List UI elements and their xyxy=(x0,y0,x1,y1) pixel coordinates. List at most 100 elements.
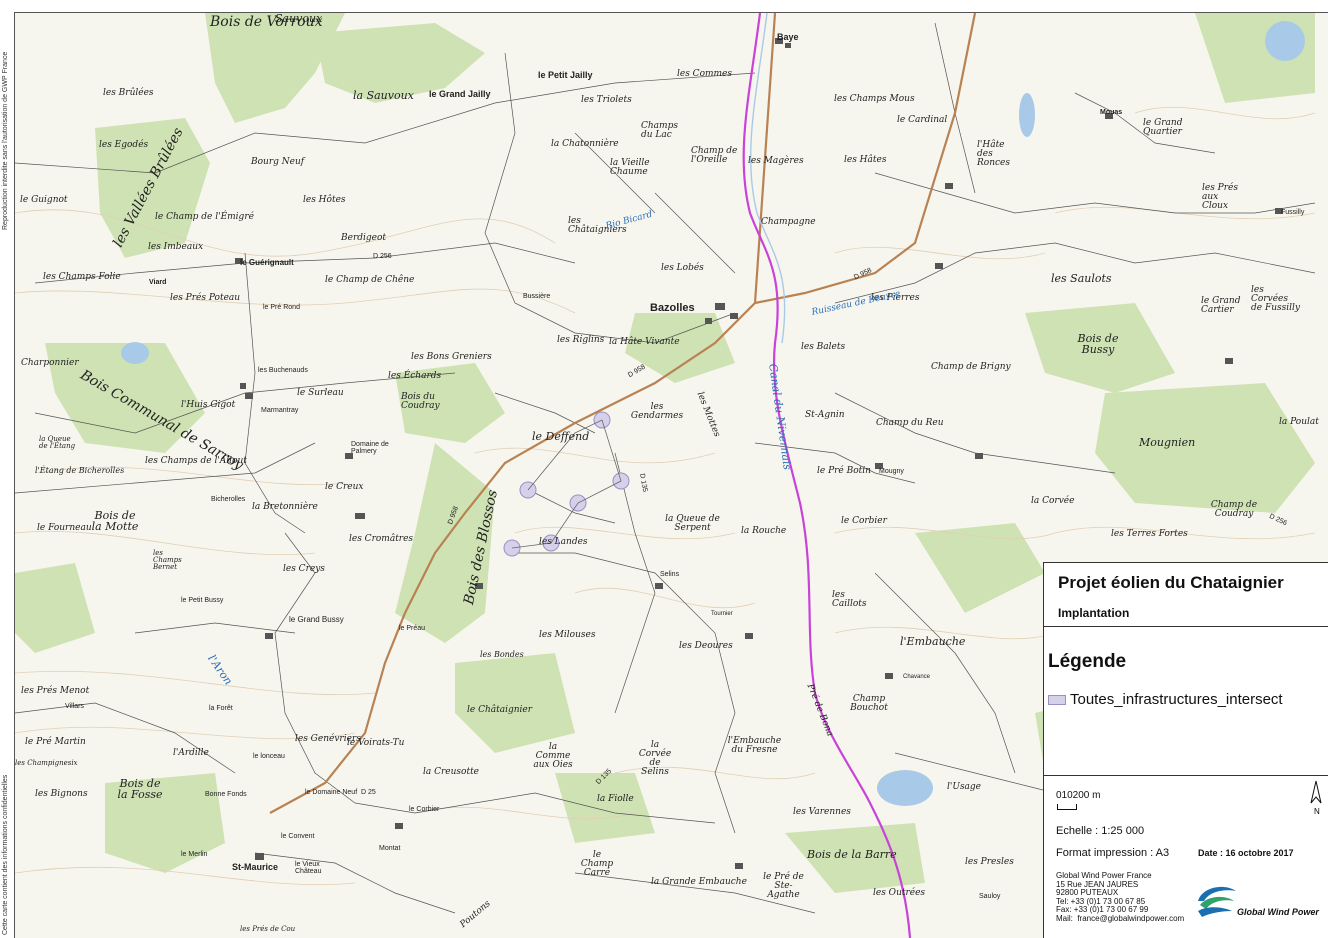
place-label: la Fiolle xyxy=(597,794,634,804)
place-label: le Grand Quartier xyxy=(1143,118,1183,137)
place-label: les Outrées xyxy=(873,888,926,898)
company-logo-text: Global Wind Power xyxy=(1237,907,1319,917)
side-margin: Reproduction interdite sans l'autorisati… xyxy=(0,0,12,937)
place-label: le Pré Botin xyxy=(817,466,871,476)
place-label: l'Embauche xyxy=(900,635,966,648)
place-label: la Bretonnière xyxy=(252,502,318,512)
place-label: le Deffend xyxy=(532,430,590,443)
main-roads xyxy=(269,13,977,814)
place-label: Marmantray xyxy=(261,407,299,414)
place-label: les Hôtes xyxy=(303,195,346,205)
place-label: le Merlin xyxy=(181,851,208,858)
place-label: les Triolets xyxy=(581,95,632,105)
place-label: Bonne Fonds xyxy=(205,791,247,798)
place-label: les Hâtes xyxy=(844,155,887,165)
place-label: les Bondes xyxy=(480,650,524,659)
place-label: le Champ de l'Émigré xyxy=(155,212,254,222)
place-label: Champ de Brigny xyxy=(931,362,1011,372)
place-label: le Cardinal xyxy=(897,115,948,125)
place-label: Baye xyxy=(777,32,799,42)
place-label: les Champignesix xyxy=(15,759,78,767)
place-label: le Grand Bussy xyxy=(289,615,344,624)
place-label: le Corbier xyxy=(841,516,887,526)
place-label: les Prés aux Cloux xyxy=(1202,183,1238,211)
place-label: la Queue de l'Étang xyxy=(39,435,76,450)
place-label: Fussilly xyxy=(1281,209,1305,216)
place-label: les Terres Fortes xyxy=(1111,529,1188,539)
place-label: la Corvée de Selins xyxy=(638,740,672,777)
place-label: les Pierres xyxy=(871,293,920,303)
copyright-note-bottom: Cette carte contient des informations co… xyxy=(2,774,9,935)
place-label: Bussière xyxy=(523,293,551,300)
place-label: la Corvée xyxy=(1031,496,1075,506)
place-label: le Domaine Neuf xyxy=(305,789,358,796)
place-label: les Prés de Cou xyxy=(240,925,296,933)
place-label: Sauvoux xyxy=(275,12,323,25)
place-label: le Champ Carré xyxy=(580,850,614,878)
place-label: Montat xyxy=(379,845,401,852)
place-label: Bois de la Fosse xyxy=(117,777,163,801)
place-label: les Deoures xyxy=(679,641,733,651)
place-label: le Creux xyxy=(325,482,364,492)
legend-heading: Légende xyxy=(1048,651,1127,672)
place-label: les Milouses xyxy=(539,630,596,640)
place-label: Chavance xyxy=(903,674,931,680)
place-label: Champ de l'Oreille xyxy=(691,146,738,165)
road-label: D 25 xyxy=(361,789,376,796)
canal-line xyxy=(742,13,912,938)
place-label: Mouas xyxy=(1100,109,1123,116)
place-label: Bois de Bussy xyxy=(1077,332,1119,356)
place-label: les Imbeaux xyxy=(148,242,204,252)
place-label: le Grand Jailly xyxy=(429,89,491,99)
place-label: les Champs de l'Allout xyxy=(145,456,247,466)
place-label: le Convent xyxy=(281,833,315,840)
company-logo-icon xyxy=(1198,886,1236,917)
place-label: les Corvées de Fussilly xyxy=(1251,285,1300,313)
place-label: Champagne xyxy=(761,217,816,227)
place-label: l'Usage xyxy=(947,782,982,792)
forest-areas xyxy=(15,13,1315,893)
place-label: l'Hâte des Ronces xyxy=(977,140,1010,168)
north-arrow-icon xyxy=(1310,780,1322,804)
place-label: la Chatonnière xyxy=(551,139,619,149)
place-label: l'Embauche du Fresne xyxy=(727,736,782,755)
minor-roads xyxy=(15,22,1316,914)
place-label: le Fourneau xyxy=(37,523,92,533)
place-label: les Creys xyxy=(283,564,325,574)
place-label: le Champ de Chêne xyxy=(325,275,415,285)
road-label: D 256 xyxy=(373,253,392,260)
place-label: le Voirats-Tu xyxy=(347,738,405,748)
place-label: Domaine de Palmery xyxy=(351,441,389,455)
place-label: le Grand Cartier xyxy=(1201,296,1241,315)
place-label: la Sauvoux xyxy=(353,89,414,102)
place-label: le Pré Rond xyxy=(263,304,300,311)
place-label: la Poulat xyxy=(1279,417,1319,427)
place-label: les Buchenauds xyxy=(258,367,308,374)
place-label: le Pré de Ste-Agathe xyxy=(763,872,804,900)
place-label: la Grande Embauche xyxy=(651,877,747,887)
place-label: les Saulots xyxy=(1051,272,1112,285)
place-label: les Balets xyxy=(801,342,846,352)
map-frame[interactable]: Bois de Vorroux Sauvoux la Sauvoux le Gr… xyxy=(14,12,1328,938)
place-label: le Châtaignier xyxy=(467,705,533,715)
place-label: Viard xyxy=(149,279,167,286)
place-label: les Lobés xyxy=(661,263,704,273)
place-label: la Comme aux Oies xyxy=(533,742,573,770)
place-label: Selins xyxy=(660,571,680,578)
place-label: Tournier xyxy=(711,611,733,617)
place-label: les Brûlées xyxy=(103,88,154,98)
place-label: les Gendarmes xyxy=(630,402,684,421)
place-label: la Creusotte xyxy=(423,767,480,777)
scale-ratio: Echelle : 1:25 000 xyxy=(1056,825,1145,837)
place-label: Villars xyxy=(65,703,84,710)
topo-map xyxy=(15,13,1316,938)
place-label: Bicherolles xyxy=(211,496,246,503)
place-label: l'Étang de Bicherolles xyxy=(35,466,125,475)
place-label: la Queue de Serpent xyxy=(665,514,720,533)
place-label: la Rouche xyxy=(741,526,787,536)
place-label: l'Ardille xyxy=(173,748,209,758)
turbine-access-paths xyxy=(511,419,622,549)
place-label: le Guignot xyxy=(20,195,68,205)
project-title: Projet éolien du Chataignier xyxy=(1058,573,1284,592)
place-label: le Surleau xyxy=(297,388,344,398)
